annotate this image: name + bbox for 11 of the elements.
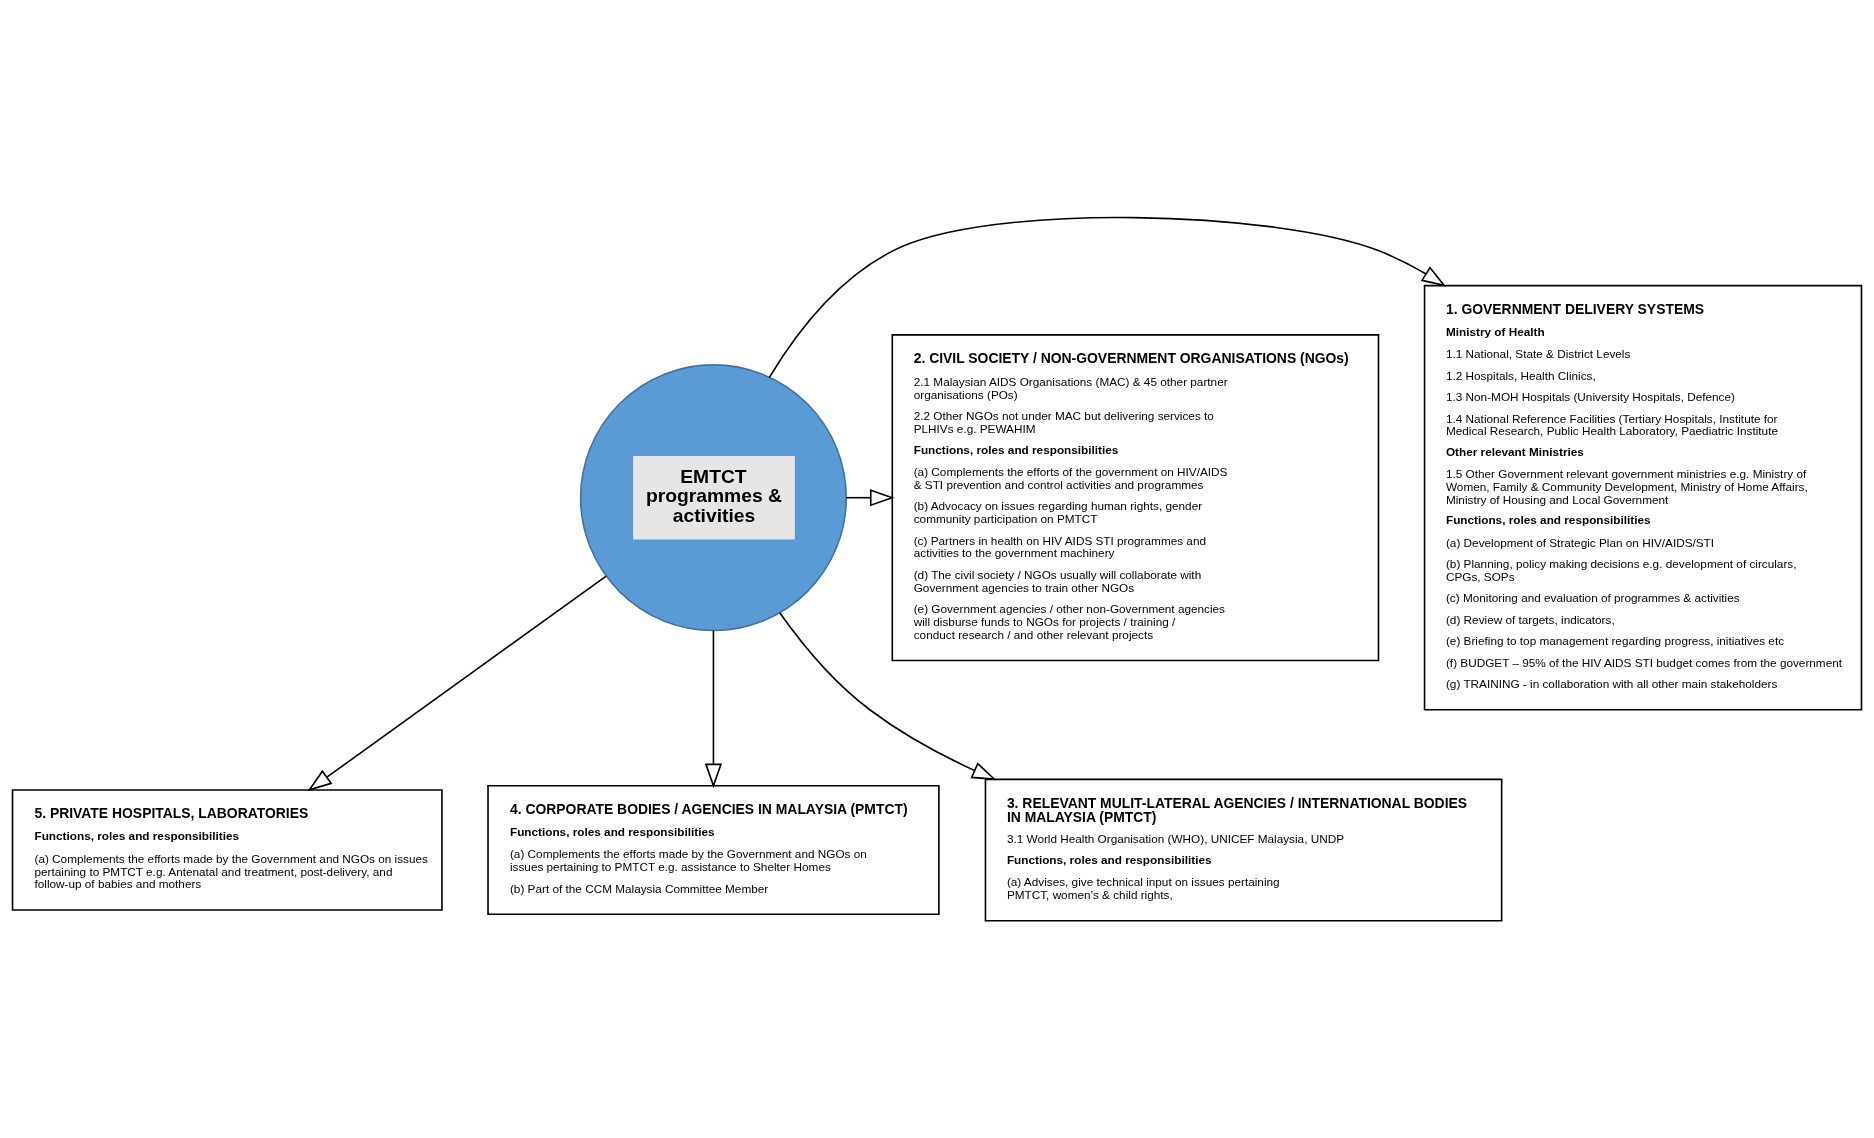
arrow — [768, 216, 1447, 379]
arrow — [307, 575, 607, 792]
node-box: 1. GOVERNMENT DELIVERY SYSTEMS Ministry of Health 1.1 National, State & District Levels 1.2 Hospitals, Health Clinics, 1.3 Non-MOH Hospitals (University Hospitals, Defence) 1.4 National Reference Facilities (Tertiary Hospitals, Institute for Medical Research, Public Health Laboratory, Paediatric Institute Other relevant Ministries 1.5 Other Government relevant government ministries e.g. Ministry of Women, Family & Community Development, Ministry of Home Affairs, Ministry of Housing and Local Government Functions, roles and responsibilities (a) Development of Strategic Plan on HIV/AIDS/STI (b) Planning, policy making decisions e.g. development of circulars, CPGs, SOPs (c) Monitoring and evaluation of programmes & activities (d) Review of targets, indicators, (e) Briefing to top management regarding progress, initiatives etc (f) BUDGET – 95% of the HIV AIDS STI budget comes from the government (g) TRAINING - in collaboration with all other main stakeholders — [1423, 284, 1863, 711]
node-circle: EMTCT programmes & activities — [579, 364, 848, 632]
arrow — [704, 629, 723, 789]
node-box: 5. PRIVATE HOSPITALS, LABORATORIES Functions, roles and responsibilities (a) Complements the efforts made by the Government and NGOs on issues pertaining to PMTCT e.g. Antenatal and treatment, post-delivery, and follow-up of babies and mothers — [11, 789, 443, 911]
node-box: 3. RELEVANT MULIT-LATERAL AGENCIES / INTERNATIONAL BODIES IN MALAYSIA (PMTCT) 3.1 World Health Organisation (WHO), UNICEF Malaysia, UNDP Functions, roles and responsibilities (a) Advises, give technical input on issues pertaining PMTCT, women’s & child rights, — [984, 778, 1503, 922]
arrow — [845, 489, 895, 507]
arrow — [778, 611, 997, 781]
node-box: 2. CIVIL SOCIETY / NON-GOVERNMENT ORGANISATIONS (NGOs) 2.1 Malaysian AIDS Organisations (MAC) & 45 other partner organisations (POs) 2.2 Other NGOs not under MAC but delivering services to PLHIVs e.g. PEWAHIM Functions, roles and responsibilities (a) Complements the efforts of the government on HIV/AIDS & STI prevention and control activities and programmes (b) Advocacy on issues regarding human rights, gender community participation on PMTCT (c) Partners in health on HIV AIDS STI programmes and activities to the government machinery (d) The civil society / NGOs usually will collaborate with Government agencies to train other NGOs (e) Government agencies / other non-Government agencies will disburse funds to NGOs for projects / training / conduct research / and other relevant projects — [891, 334, 1380, 662]
node-box: 4. CORPORATE BODIES / AGENCIES IN MALAYSIA (PMTCT) Functions, roles and responsibilities (a) Complements the efforts made by the Government and NGOs on issues pertaining to PMTCT e.g. assistance to Shelter Homes (b) Part of the CCM Malaysia Committee Member — [487, 784, 940, 916]
